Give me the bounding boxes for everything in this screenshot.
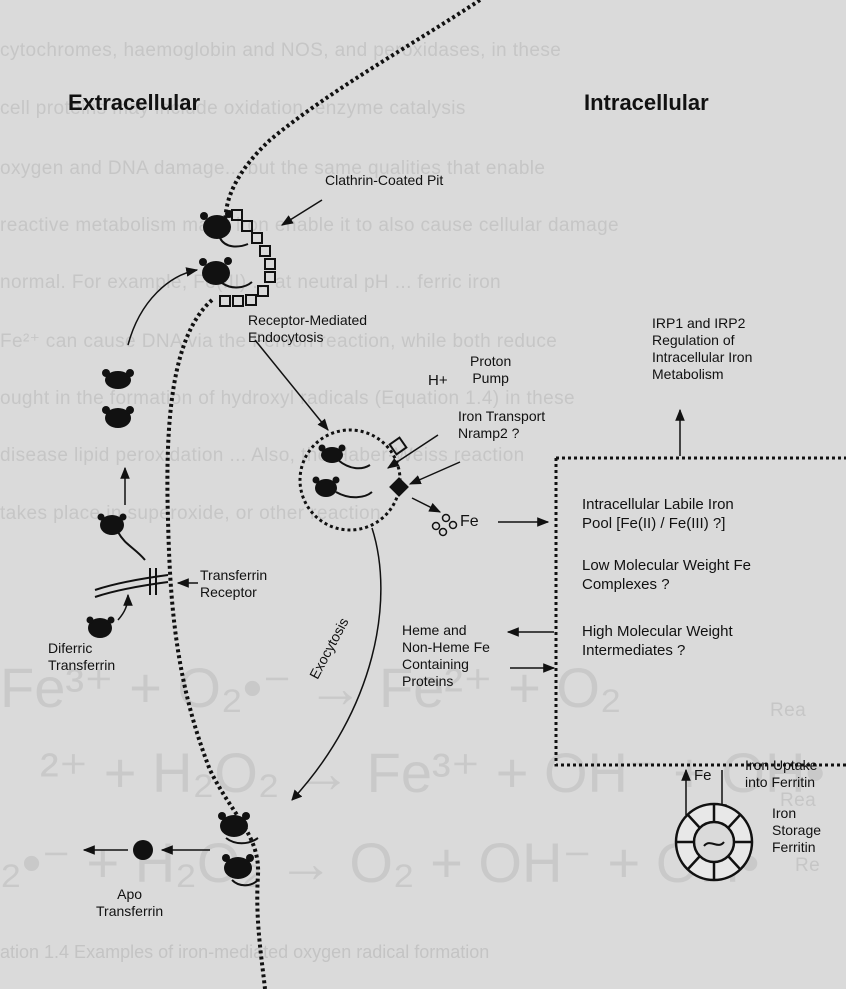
label-irp: IRP1 and IRP2 Regulation of Intracellula… <box>652 315 752 383</box>
label-apo-transferrin: Apo Transferrin <box>96 886 163 920</box>
arrow-diferric-up <box>118 595 128 620</box>
arrow-endocytosis <box>255 340 328 430</box>
label-heme: Heme and Non-Heme Fe Containing Proteins <box>402 622 490 690</box>
label-iron-storage: Iron Storage Ferritin <box>772 805 821 856</box>
label-clathrin-pit: Clathrin-Coated Pit <box>325 172 443 189</box>
label-diferric-transferrin: Diferric Transferrin <box>48 640 115 674</box>
arrow-iron-transport <box>410 462 460 484</box>
arrow-clathrin <box>282 200 322 225</box>
exocytic-vesicle-transferrin <box>133 812 258 885</box>
arrow-exocytosis <box>292 528 381 800</box>
label-labile-pool: Intracellular Labile Iron Pool [Fe(II) /… <box>582 495 734 533</box>
label-iron-transport: Iron Transport Nramp2 ? <box>458 408 545 442</box>
label-proton-pump: Proton Pump <box>470 353 511 387</box>
heading-intracellular: Intracellular <box>584 90 709 116</box>
endosome <box>300 430 409 530</box>
label-fe-ferritin: Fe <box>694 767 712 784</box>
transferrin-receptor-shape <box>95 568 168 597</box>
fe-ions <box>433 515 457 536</box>
heading-extracellular: Extracellular <box>68 90 200 116</box>
label-high-mw: High Molecular Weight Intermediates ? <box>582 622 733 660</box>
label-fe: Fe <box>460 513 479 530</box>
label-receptor-endocytosis: Receptor-Mediated Endocytosis <box>248 312 367 346</box>
arrow-fe-out <box>412 498 440 512</box>
label-transferrin-receptor: Transferrin Receptor <box>200 567 267 601</box>
label-iron-uptake: Iron Uptake into Ferritin <box>745 757 817 791</box>
label-h-plus: H+ <box>428 372 448 389</box>
label-low-mw: Low Molecular Weight Fe Complexes ? <box>582 556 751 594</box>
ferritin-shell <box>676 804 752 880</box>
